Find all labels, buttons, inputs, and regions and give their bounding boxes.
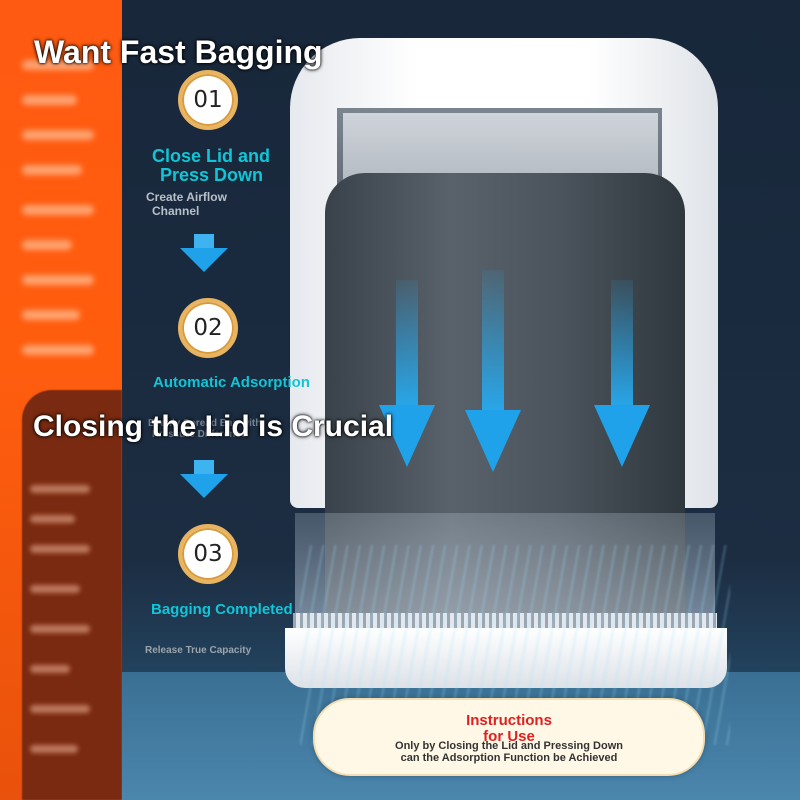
step-title-line: Close Lid and [152,146,271,166]
transparent-lower-bin [295,513,715,618]
blurred-text-line [30,515,75,523]
step-title-line: Press Down [160,165,264,185]
blurred-text-line [22,345,94,355]
blurred-info-card [22,390,122,800]
vent-grille [293,613,717,631]
step-number-badge: 01 [178,70,238,130]
white-base [285,628,727,688]
instructions-body-line: can the Adsorption Function be Achieved [400,752,618,764]
blurred-text-line [22,130,94,140]
blurred-text-line [30,485,90,493]
blurred-text-line [30,665,70,673]
blurred-text-line [22,165,82,175]
step-subtitle-line: Pressure Difference [152,429,247,440]
blurred-text-line [22,95,77,105]
step-title: Bagging Completed [151,601,293,618]
subheadline: Closing the Lid is Crucial [33,410,394,443]
step-subtitle: Release True Capacity [145,645,252,656]
step-subtitle-line: Channel [152,204,200,218]
blurred-text-line [30,585,80,593]
blurred-text-line [22,205,94,215]
instructions-title: Instructions for Use [315,713,703,745]
step-subtitle-line: Create Airflow [146,190,227,204]
instructions-card: Instructions for Use Only by Closing the… [313,698,705,776]
step-subtitle-line: Evenly Spread Bag with [148,418,262,429]
instructions-body-line: Only by Closing the Lid and Pressing Dow… [395,740,623,752]
step-title: Automatic Adsorption [153,374,310,391]
headline: Want Fast Bagging [34,34,323,70]
step-number-badge: 02 [178,298,238,358]
blurred-text-line [22,275,94,285]
blurred-text-line [22,310,80,320]
blurred-text-line [30,545,90,553]
instructions-title-line: for Use [483,728,535,745]
blurred-text-line [22,240,72,250]
instructions-title-line: Instructions [466,712,552,729]
blurred-text-line [30,745,78,753]
step-number-badge: 03 [178,524,238,584]
instructions-body: Only by Closing the Lid and Pressing Dow… [315,740,703,764]
blurred-text-line [30,705,90,713]
blurred-text-line [22,60,94,70]
blurred-text-line [30,625,90,633]
